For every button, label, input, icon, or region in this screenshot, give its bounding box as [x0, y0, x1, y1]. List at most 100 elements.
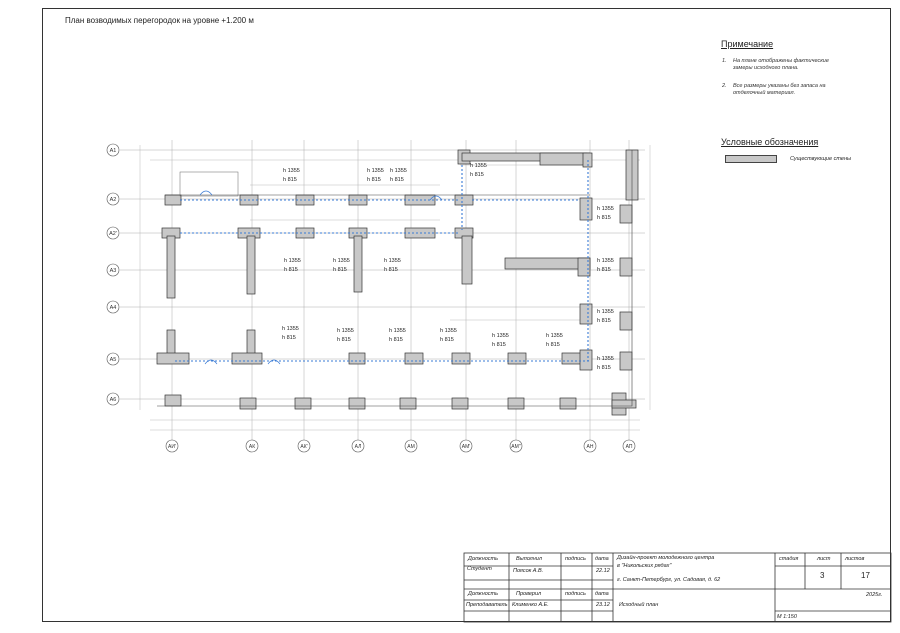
- axis-row-bubble: [106, 143, 120, 157]
- wall-segment: [559, 397, 577, 410]
- height-label-top: h 1355: [389, 328, 406, 334]
- height-label-bottom: h 815: [284, 267, 298, 273]
- wall-segment: [579, 349, 593, 371]
- axis-row-label: А3: [110, 268, 117, 274]
- wall-segment: [507, 397, 525, 410]
- axis-col-label: АН: [587, 444, 594, 450]
- door-arc: [267, 359, 281, 365]
- height-label-top: h 1355: [597, 356, 614, 362]
- height-label-bottom: h 815: [390, 177, 404, 183]
- height-label-bottom: h 815: [367, 177, 381, 183]
- height-label-top: h 1355: [597, 258, 614, 264]
- stamp-role-header: Должность: [468, 556, 499, 562]
- axis-col-label: АК': [300, 444, 307, 450]
- wall-segment: [451, 397, 469, 410]
- stamp-sheets-value: 17: [861, 571, 870, 580]
- wall-segment: [507, 352, 527, 365]
- stamp-sign-header: подпись: [565, 556, 586, 562]
- wall-segment: [404, 352, 424, 365]
- axis-col-bubble: [165, 439, 179, 453]
- height-label-top: h 1355: [470, 163, 487, 169]
- drawing-title: План возводимых перегородок на уровне +1…: [65, 16, 254, 25]
- height-label-bottom: h 815: [597, 267, 611, 273]
- height-label-bottom: h 815: [492, 342, 506, 348]
- height-label-top: h 1355: [367, 168, 384, 174]
- wall-segment: [611, 399, 637, 409]
- height-label-bottom: h 815: [282, 335, 296, 341]
- stamp-address: г. Санкт-Петербург, ул. Садовая, д. 62: [617, 577, 721, 583]
- stamp-date-2: 23.12: [596, 602, 610, 608]
- height-label-bottom: h 815: [546, 342, 560, 348]
- axis-row-label: А5: [110, 357, 117, 363]
- height-label-top: h 1355: [546, 333, 563, 339]
- height-label-top: h 1355: [282, 326, 299, 332]
- height-label-top: h 1355: [597, 206, 614, 212]
- axis-row-bubble: [106, 263, 120, 277]
- axis-row-label: А2': [109, 231, 117, 237]
- wall-segment: [579, 197, 593, 221]
- axis-row-bubble: [106, 352, 120, 366]
- axis-col-bubble: [404, 439, 418, 453]
- partitions: [175, 160, 590, 365]
- wall-segment: [353, 235, 363, 293]
- wall-segment: [451, 352, 471, 365]
- height-label-bottom: h 815: [440, 337, 454, 343]
- axis-col-label: АМ': [462, 444, 471, 450]
- sheet-frame: [42, 8, 891, 622]
- axis-row-label: А6: [110, 397, 117, 403]
- wall-segment: [166, 235, 176, 299]
- wall-segment: [239, 397, 257, 410]
- legend-wall-swatch: [725, 155, 777, 163]
- wall-segment: [246, 235, 256, 295]
- stamp-role-2: Преподаватель: [466, 602, 508, 608]
- stamp-date-header-2: дата: [595, 591, 609, 597]
- axis-row-bubble: [106, 226, 120, 240]
- height-label-top: h 1355: [492, 333, 509, 339]
- height-label-top: h 1355: [333, 258, 350, 264]
- stamp-project-line-2: в "Никольских рядах": [617, 563, 672, 569]
- outline-line: [157, 150, 633, 407]
- height-label-bottom: h 815: [470, 172, 484, 178]
- height-label-bottom: h 815: [384, 267, 398, 273]
- wall-segment: [579, 303, 593, 325]
- height-label-top: h 1355: [284, 258, 301, 264]
- note-2-text: Все размеры указаны без запаса на отдело…: [733, 83, 826, 96]
- window-box: [179, 171, 239, 197]
- stamp-name-2: Клименко А.Е.: [512, 602, 549, 608]
- axis-row-label: А4: [110, 305, 117, 311]
- axis-row-label: А1: [110, 148, 117, 154]
- axis-col-label: АИ': [168, 444, 176, 450]
- door-arc: [429, 195, 443, 201]
- stamp-drawing-name: Исходный план: [619, 602, 659, 608]
- height-label-bottom: h 815: [597, 365, 611, 371]
- axis-col-bubble: [297, 439, 311, 453]
- axis-col-bubble: [351, 439, 365, 453]
- stamp-role-header-2: Должность: [468, 591, 499, 597]
- door-arc: [199, 190, 213, 196]
- wall-segment: [231, 352, 263, 365]
- wall-segment: [156, 352, 190, 365]
- door-arc: [204, 359, 218, 365]
- height-label-bottom: h 815: [597, 318, 611, 324]
- height-label-top: h 1355: [440, 328, 457, 334]
- axis-row-bubble: [106, 192, 120, 206]
- height-label-top: h 1355: [384, 258, 401, 264]
- height-label-top: h 1355: [390, 168, 407, 174]
- height-label-bottom: h 815: [597, 215, 611, 221]
- stamp-sheet-value: 3: [820, 571, 825, 580]
- axis-col-bubble: [459, 439, 473, 453]
- axis-col-bubble: [245, 439, 259, 453]
- stamp-date-1: 22.12: [596, 568, 610, 574]
- height-label-bottom: h 815: [337, 337, 351, 343]
- wall-segment: [348, 397, 366, 410]
- note-1-number: 1.: [722, 58, 727, 64]
- wall-segment: [577, 257, 591, 277]
- stamp-year: 2025г.: [866, 592, 883, 598]
- stamp-checked-header: Проверил: [516, 591, 542, 597]
- stamp-sheet-label: лист: [817, 556, 831, 562]
- stamp-scale: М 1:150: [777, 614, 797, 620]
- axis-col-bubble: [583, 439, 597, 453]
- axis-col-label: АП: [626, 444, 633, 450]
- wall-segment: [399, 397, 417, 410]
